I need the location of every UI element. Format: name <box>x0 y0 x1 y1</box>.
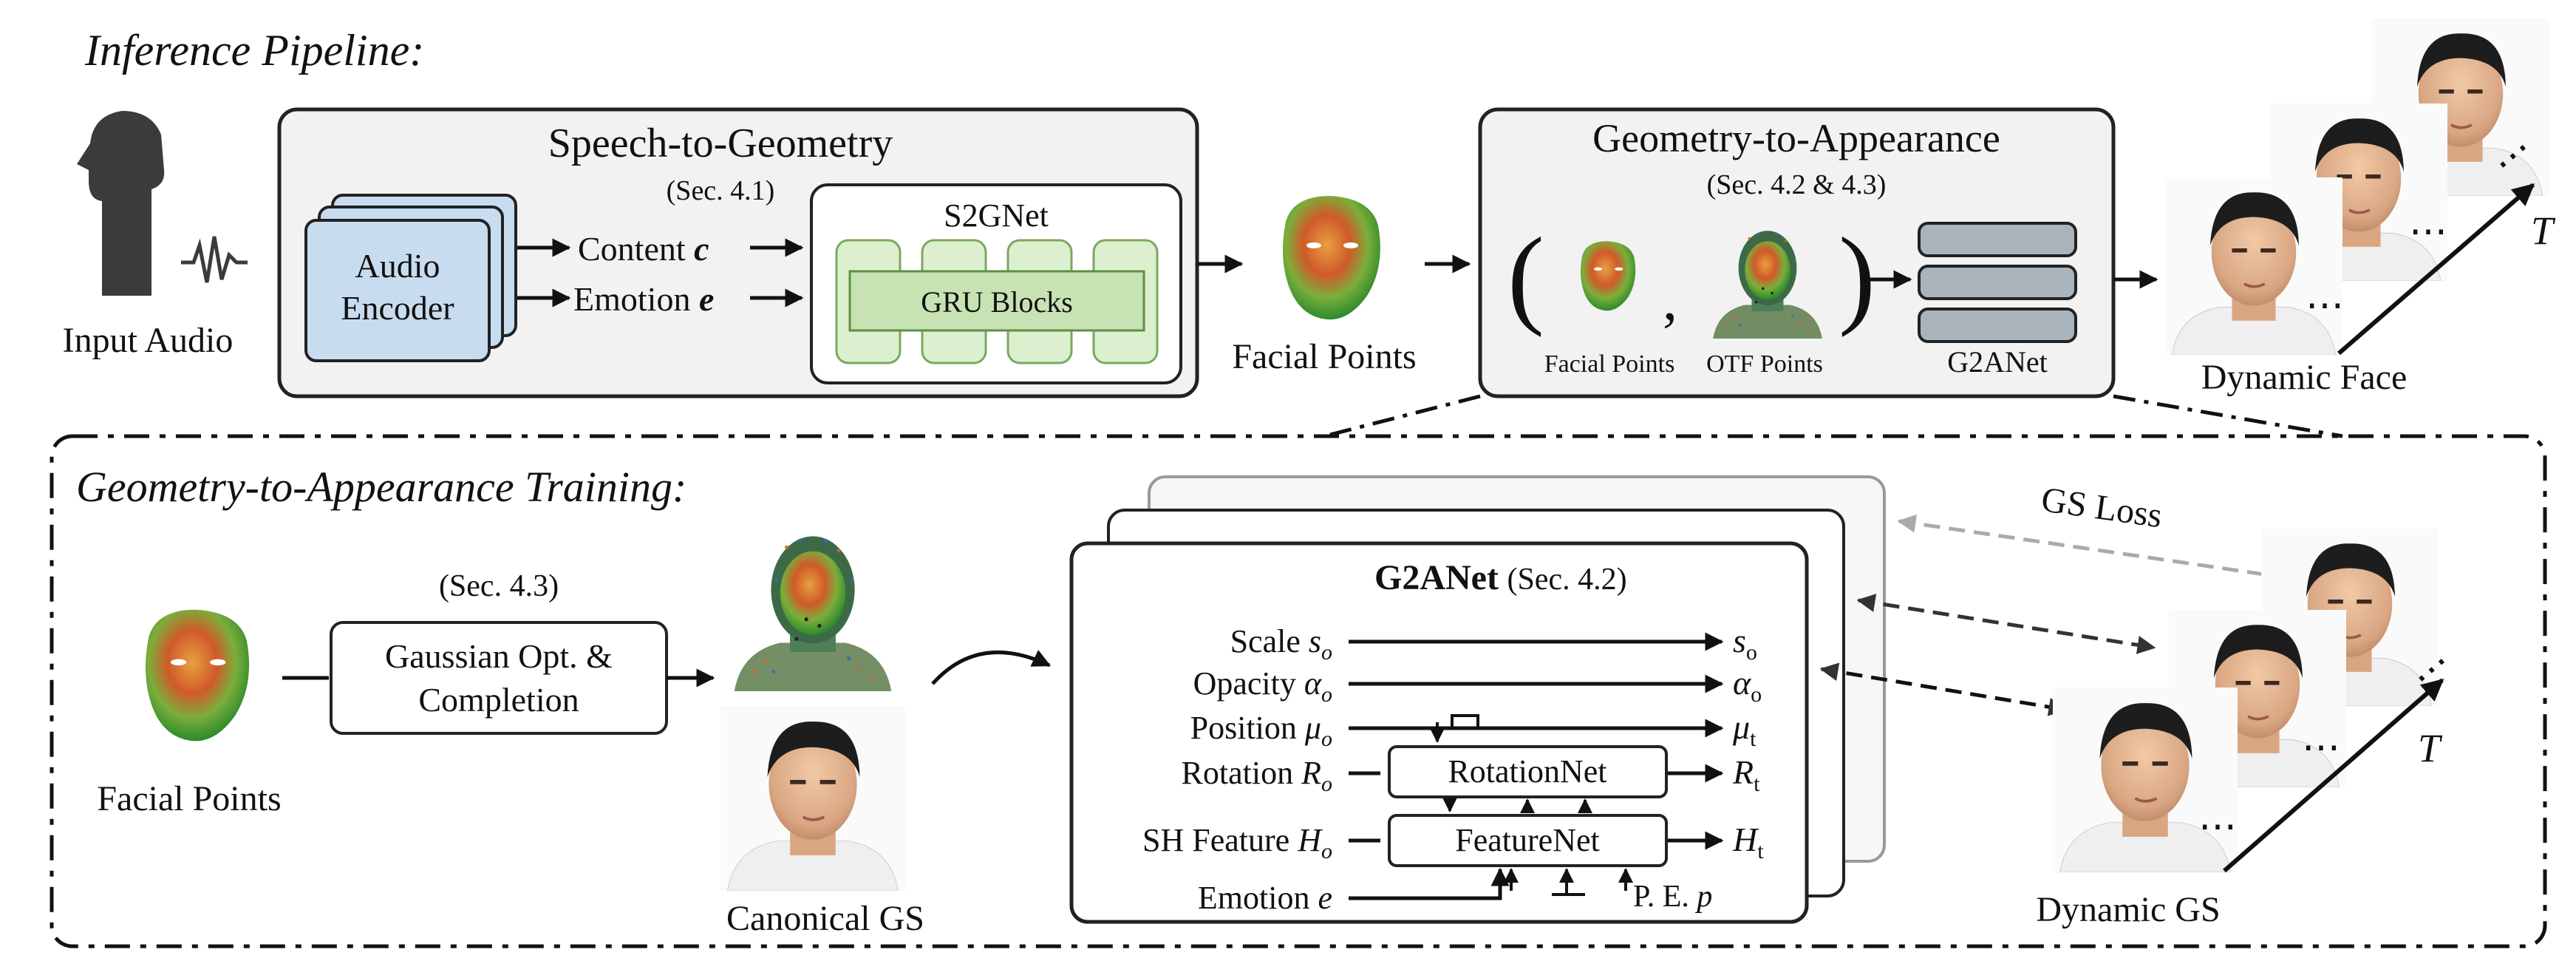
comma: , <box>1663 268 1677 333</box>
g2anet-row-output: Rt <box>1732 753 1760 796</box>
audio-encoder: Audio Encoder <box>304 194 517 362</box>
speaker-head-icon <box>77 111 165 296</box>
time-var-inference: T <box>2531 208 2556 253</box>
g2anet-row-label: Position μo <box>1190 710 1332 751</box>
gs-dots-2: ⋯ <box>2198 806 2237 848</box>
g2anet-stack-icon <box>1918 222 2077 343</box>
zoom-line-left <box>1329 394 1481 437</box>
gs-dots-1: ⋯ <box>2302 727 2340 769</box>
inference-title: Inference Pipeline: <box>84 26 424 75</box>
dots-1: ⋯ <box>2409 211 2447 253</box>
gs-time-axis-arrow <box>2223 678 2444 873</box>
canonical-to-g2anet-arrow <box>931 650 1052 685</box>
rotation-net-label: RotationNet <box>1448 753 1606 790</box>
training-facial-points-image <box>146 609 250 741</box>
time-var-training: T <box>2418 726 2443 770</box>
input-audio-label: Input Audio <box>63 321 234 360</box>
sound-wave-icon <box>181 236 248 283</box>
facial-points-image <box>1283 196 1380 320</box>
facial-points-label: Facial Points <box>1232 337 1416 376</box>
dynamic-gs-label: Dynamic GS <box>2036 890 2220 929</box>
dynamic-face-frame-1 <box>2165 177 2342 355</box>
canonical-gs-label: Canonical GS <box>726 899 924 938</box>
dynamic-face-label: Dynamic Face <box>2201 358 2408 397</box>
g2anet-row-label: Emotion e <box>1198 880 1332 916</box>
loss-arrow-mid <box>1856 594 2156 654</box>
pe-label: P. E. p <box>1633 880 1712 914</box>
gs-loss-label: GS Loss <box>2039 480 2164 535</box>
feature-net-box <box>1388 814 1668 867</box>
speech-to-geometry-sec: (Sec. 4.1) <box>667 175 775 206</box>
geometry-to-appearance-sec: (Sec. 4.2 & 4.3) <box>1707 169 1887 200</box>
training-title: Geometry-to-Appearance Training: <box>76 463 686 511</box>
g2anet-row-output: αo <box>1733 664 1762 707</box>
g2a-otf-points-label: OTF Points <box>1706 350 1823 378</box>
gs-loss-arrow <box>1897 514 2282 584</box>
training-facial-points-label: Facial Points <box>97 779 281 818</box>
g2anet-row-output: so <box>1733 622 1757 665</box>
loss-arrow-front <box>1819 662 2068 716</box>
g2anet-label: G2ANet <box>1947 345 2048 379</box>
time-axis-arrow <box>2337 183 2535 356</box>
g2anet-row-output: Ht <box>1732 821 1764 863</box>
g2anet-row-output: μt <box>1732 708 1756 751</box>
speech-to-geometry-title: Speech-to-Geometry <box>548 120 893 166</box>
training-panel <box>50 434 2547 948</box>
emotion-label: Emotion e <box>573 280 714 318</box>
audio-encoder-label-2: Encoder <box>341 289 454 327</box>
g2anet-row-label: Scale so <box>1230 623 1332 665</box>
gru-blocks-label: GRU Blocks <box>921 285 1073 319</box>
emotion-to-featurenet-arrow <box>1349 867 1510 900</box>
g2anet-row-label: SH Feature Ho <box>1142 822 1332 863</box>
g2anet-card-title: G2ANet (Sec. 4.2) <box>1374 558 1627 597</box>
g2a-facial-points-label: Facial Points <box>1544 350 1675 378</box>
rotation-net-box <box>1388 745 1668 798</box>
gaussian-opt-label-1: Gaussian Opt. & <box>385 637 613 675</box>
dots-2: ⋯ <box>2306 285 2344 327</box>
canonical-gs-image <box>720 706 905 891</box>
zoom-line-right <box>2113 394 2343 438</box>
content-label: Content c <box>578 230 709 268</box>
g2anet-row-label: Rotation Ro <box>1182 755 1332 796</box>
s2gnet-title: S2GNet <box>944 197 1049 234</box>
canonical-point-cloud-image <box>734 536 892 691</box>
gaussian-opt-label-2: Completion <box>418 681 579 719</box>
gru-blocks-bar <box>848 270 1145 332</box>
gaussian-opt-sec: (Sec. 4.3) <box>439 569 559 603</box>
g2anet-row-label: Opacity αo <box>1193 665 1332 707</box>
close-paren: ) <box>1839 215 1875 338</box>
open-paren: ( <box>1507 215 1544 338</box>
feature-net-label: FeatureNet <box>1455 822 1599 858</box>
g2anet-internal-connectors <box>1430 714 1633 896</box>
audio-encoder-label-1: Audio <box>355 247 440 285</box>
geometry-to-appearance-title: Geometry-to-Appearance <box>1592 116 2000 160</box>
